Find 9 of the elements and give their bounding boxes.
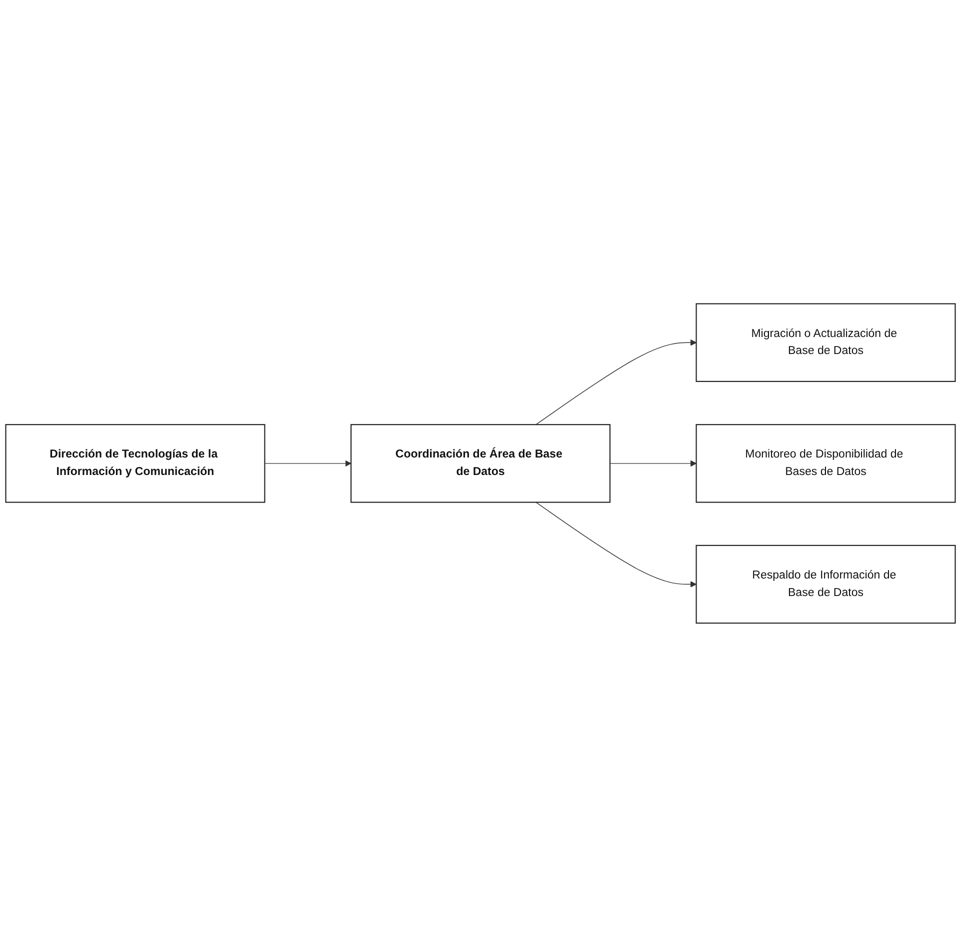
node-box: Migración o Actualización de Base de Datos — [696, 303, 956, 382]
arrow — [610, 460, 697, 467]
node-box: Respaldo de Información de Base de Datos — [696, 544, 956, 624]
arrow — [264, 460, 352, 467]
node-box: Coordinación de Área de Base de Datos — [350, 424, 611, 503]
node-box: Dirección de Tecnologías de la Información y Comunicación — [5, 424, 266, 503]
node-box: Monitoreo de Disponibilidad de Bases de Datos — [696, 424, 956, 503]
arrow — [536, 340, 697, 426]
arrow — [536, 502, 697, 588]
